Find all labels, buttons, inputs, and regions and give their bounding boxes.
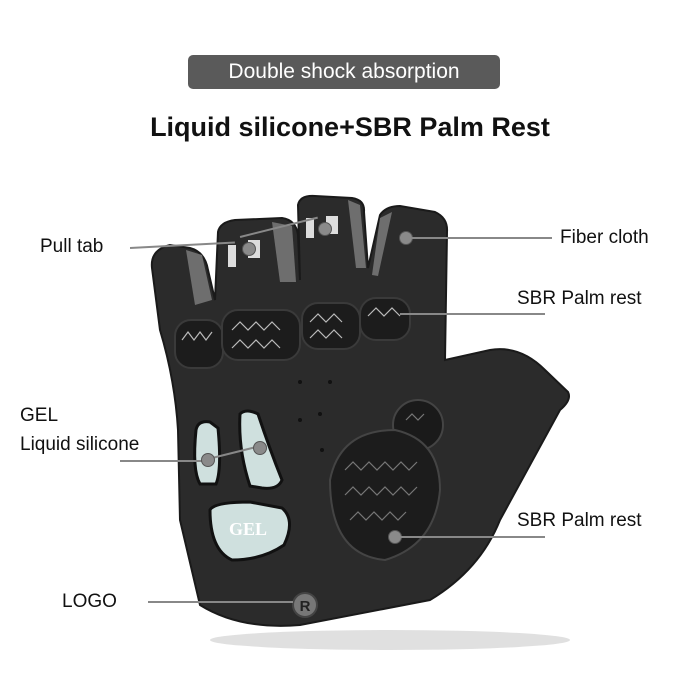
upper-palm-pads <box>174 297 411 369</box>
banner: Double shock absorption <box>188 55 500 89</box>
callout-pull-tab: Pull tab <box>40 236 104 257</box>
sbr-upper-leader <box>400 313 545 315</box>
gel-leader <box>120 460 208 462</box>
gel-dot-1 <box>201 453 215 467</box>
pull-tab-dot-1 <box>242 242 256 256</box>
logo-badge <box>292 592 318 618</box>
sbr-lower-leader <box>400 536 545 538</box>
svg-text:R: R <box>300 598 311 615</box>
gel-dot-2 <box>253 441 267 455</box>
callout-sbr-palm-rest-lower: SBR Palm rest <box>517 510 642 531</box>
callout-liquid-silicone: Liquid silicone <box>20 434 140 455</box>
callout-sbr-palm-rest-upper: SBR Palm rest <box>517 288 642 309</box>
page-title: Liquid silicone+SBR Palm Rest <box>150 112 550 142</box>
callout-fiber-cloth: Fiber cloth <box>560 227 649 248</box>
fiber-cloth-dot <box>399 231 413 245</box>
pull-tab-dot-2 <box>318 222 332 236</box>
gel-pad-text: GEL <box>229 519 267 539</box>
fiber-cloth-leader <box>412 237 552 239</box>
callout-gel: GEL <box>20 405 59 426</box>
callout-logo: LOGO <box>62 591 117 612</box>
logo-leader <box>148 601 293 603</box>
